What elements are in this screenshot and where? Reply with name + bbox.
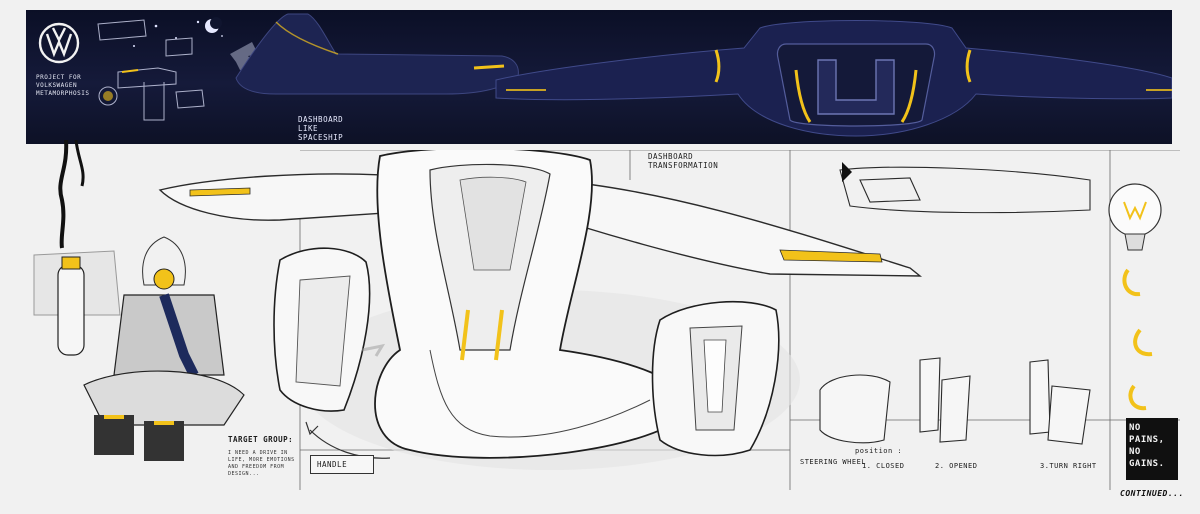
ink-drip <box>58 140 85 249</box>
figure-illustration <box>33 236 245 461</box>
target-group-note: I NEED A DRIVE IN LIFE, MORE EMOTIONS AN… <box>228 450 295 477</box>
dashboard-spaceship-label: DASHBOARD LIKE SPACESHIP <box>298 115 344 142</box>
position-turn-right-label: 3.TURN RIGHT <box>1040 462 1097 470</box>
star-icon <box>133 20 223 47</box>
mini-sketches <box>97 19 205 121</box>
curved-arrow-icon <box>309 429 391 459</box>
top-render-band <box>26 10 1173 144</box>
main-dashboard-sketch <box>158 150 923 459</box>
render-artwork <box>97 13 1173 137</box>
bulb-icon <box>1108 183 1162 251</box>
continued-label: CONTINUED... <box>1120 489 1184 498</box>
handle-label: HANDLE <box>310 455 374 474</box>
target-group-title: TARGET GROUP: <box>228 435 294 444</box>
front-view-render <box>495 20 1173 137</box>
steering-wheel-label: STEERING WHEEL <box>800 458 867 466</box>
position-closed-label: 1. CLOSED <box>862 462 905 470</box>
slogan-box: NO PAINS, NO GAINS. <box>1126 418 1178 480</box>
chain-decoration <box>1122 268 1153 411</box>
side-view-render <box>235 13 519 95</box>
steering-position-sketches <box>819 357 1091 445</box>
dashboard-transformation-label: DASHBOARD TRANSFORMATION <box>648 152 719 170</box>
project-note: PROJECT FOR VOLKSWAGEN METAMORPHOSIS <box>36 74 90 97</box>
transformation-detail-sketch <box>839 166 1091 214</box>
sketch-sheet <box>158 150 1180 490</box>
vw-logo-icon <box>38 22 80 64</box>
position-label: position : <box>855 447 903 455</box>
moon-icon <box>205 17 222 33</box>
position-opened-label: 2. OPENED <box>935 462 978 470</box>
arrow-down-icon <box>842 162 852 182</box>
